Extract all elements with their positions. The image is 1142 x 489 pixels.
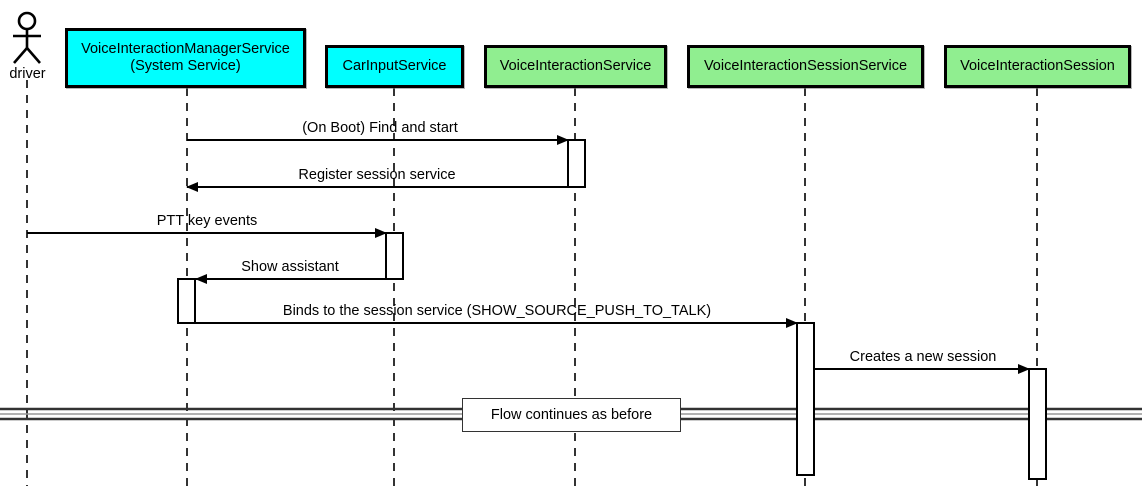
activation-bars-group: [177, 139, 1047, 480]
participant-box-vims[interactable]: VoiceInteractionManagerService (System S…: [65, 28, 306, 88]
act-vis-boot: [567, 139, 586, 188]
message-arrows-group: [27, 135, 1030, 374]
act-vise-session: [1028, 368, 1047, 480]
participant-label-vise: VoiceInteractionSession: [960, 58, 1115, 74]
msg-binds-to-session-service-label: Binds to the session service (SHOW_SOURC…: [282, 303, 712, 319]
actor-stick-figure: [13, 11, 41, 64]
divider-note: Flow continues as before: [462, 398, 681, 432]
act-vims-show: [177, 278, 196, 324]
participant-box-vise[interactable]: VoiceInteractionSession: [944, 45, 1131, 88]
participant-label-viss: VoiceInteractionSessionService: [703, 58, 908, 74]
msg-ptt-key-events-label: PTT key events: [156, 213, 258, 229]
participant-box-vis[interactable]: VoiceInteractionService: [484, 45, 667, 88]
msg-show-assistant-label: Show assistant: [241, 259, 339, 275]
participant-label-cis: CarInputService: [342, 58, 447, 74]
act-cis-ptt: [385, 232, 404, 280]
actor-label: driver: [9, 66, 46, 82]
participant-label-vis: VoiceInteractionService: [499, 58, 652, 74]
participant-label-vims: VoiceInteractionManagerService (System S…: [81, 41, 290, 74]
msg-creates-a-new-session-label: Creates a new session: [849, 349, 997, 365]
act-viss-bind: [796, 322, 815, 476]
participant-box-viss[interactable]: VoiceInteractionSessionService: [687, 45, 924, 88]
msg-register-session-service-label: Register session service: [298, 167, 456, 183]
msg-on-boot-find-and-start-label: (On Boot) Find and start: [302, 120, 458, 136]
participant-box-cis[interactable]: CarInputService: [325, 45, 464, 88]
